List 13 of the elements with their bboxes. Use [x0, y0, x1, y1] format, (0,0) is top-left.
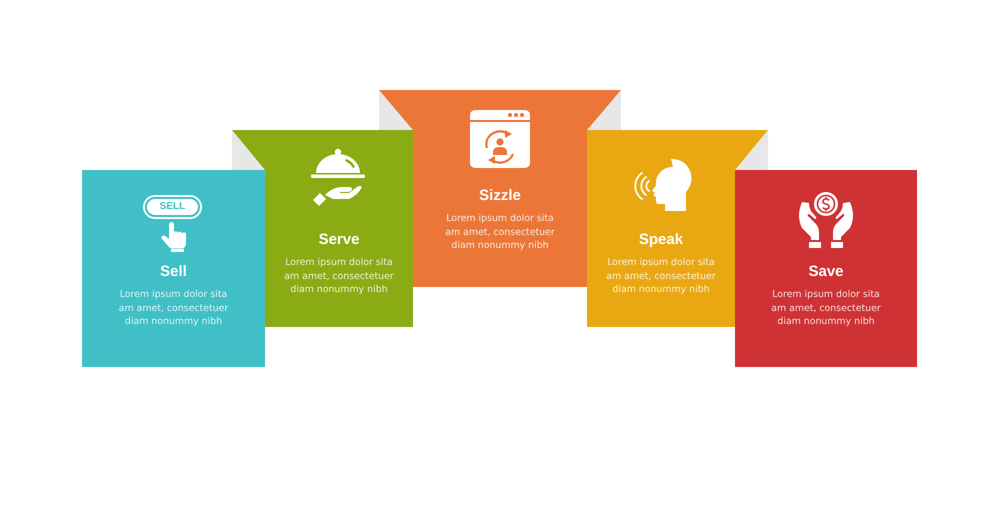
step-panel [82, 170, 265, 367]
step-description: Lorem ipsum dolor sita am amet, consectetuer diam nonummy nibh [770, 288, 882, 328]
step-description: Lorem ipsum dolor sita am amet, consectetuer diam nonummy nibh [444, 212, 556, 252]
step-title: Serve [318, 231, 360, 249]
step-title: Sizzle [478, 187, 522, 205]
sell-pill: SELL [143, 195, 202, 219]
step-description: Lorem ipsum dolor sita am amet, consectetuer diam nonummy nibh [118, 288, 230, 328]
step-title: Sell [159, 263, 188, 281]
step-title: Save [807, 263, 845, 281]
step-title: Speak [638, 231, 684, 249]
step-description: Lorem ipsum dolor sita am amet, consectetuer diam nonummy nibh [283, 256, 395, 296]
step-panel [735, 170, 917, 367]
step-description: Lorem ipsum dolor sita am amet, consectetuer diam nonummy nibh [605, 256, 717, 296]
